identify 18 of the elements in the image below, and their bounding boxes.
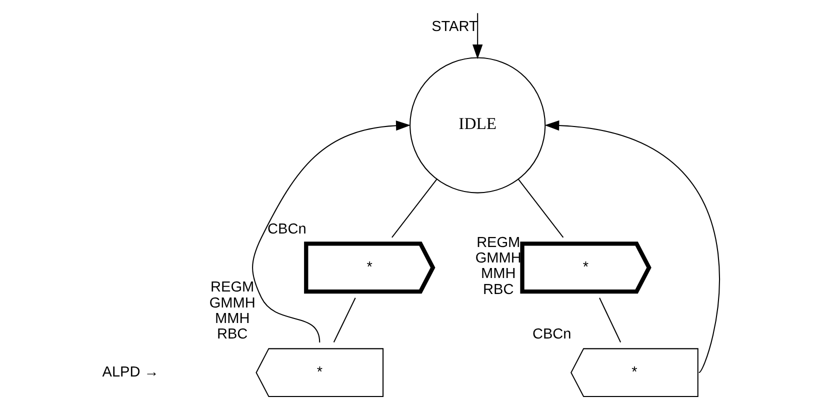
node-label: CBCn (532, 326, 571, 342)
node-label: MMH (214, 310, 250, 327)
node-label: REGM (210, 280, 254, 296)
connector (518, 179, 564, 238)
arrow (544, 120, 720, 373)
label: ALPD → (102, 364, 158, 380)
node-label: RBC (482, 282, 514, 298)
node-label: REGM (476, 235, 520, 252)
node-label: GMMH (208, 295, 255, 312)
node-label: MMH (480, 266, 516, 282)
connector (598, 298, 621, 342)
node-circle: IDLE (409, 57, 546, 194)
connector (391, 179, 437, 238)
connector (332, 298, 356, 342)
node-label: CBCn (267, 222, 306, 238)
arrow (252, 120, 410, 342)
node-label: RBC (216, 326, 248, 342)
arrow (472, 13, 482, 60)
